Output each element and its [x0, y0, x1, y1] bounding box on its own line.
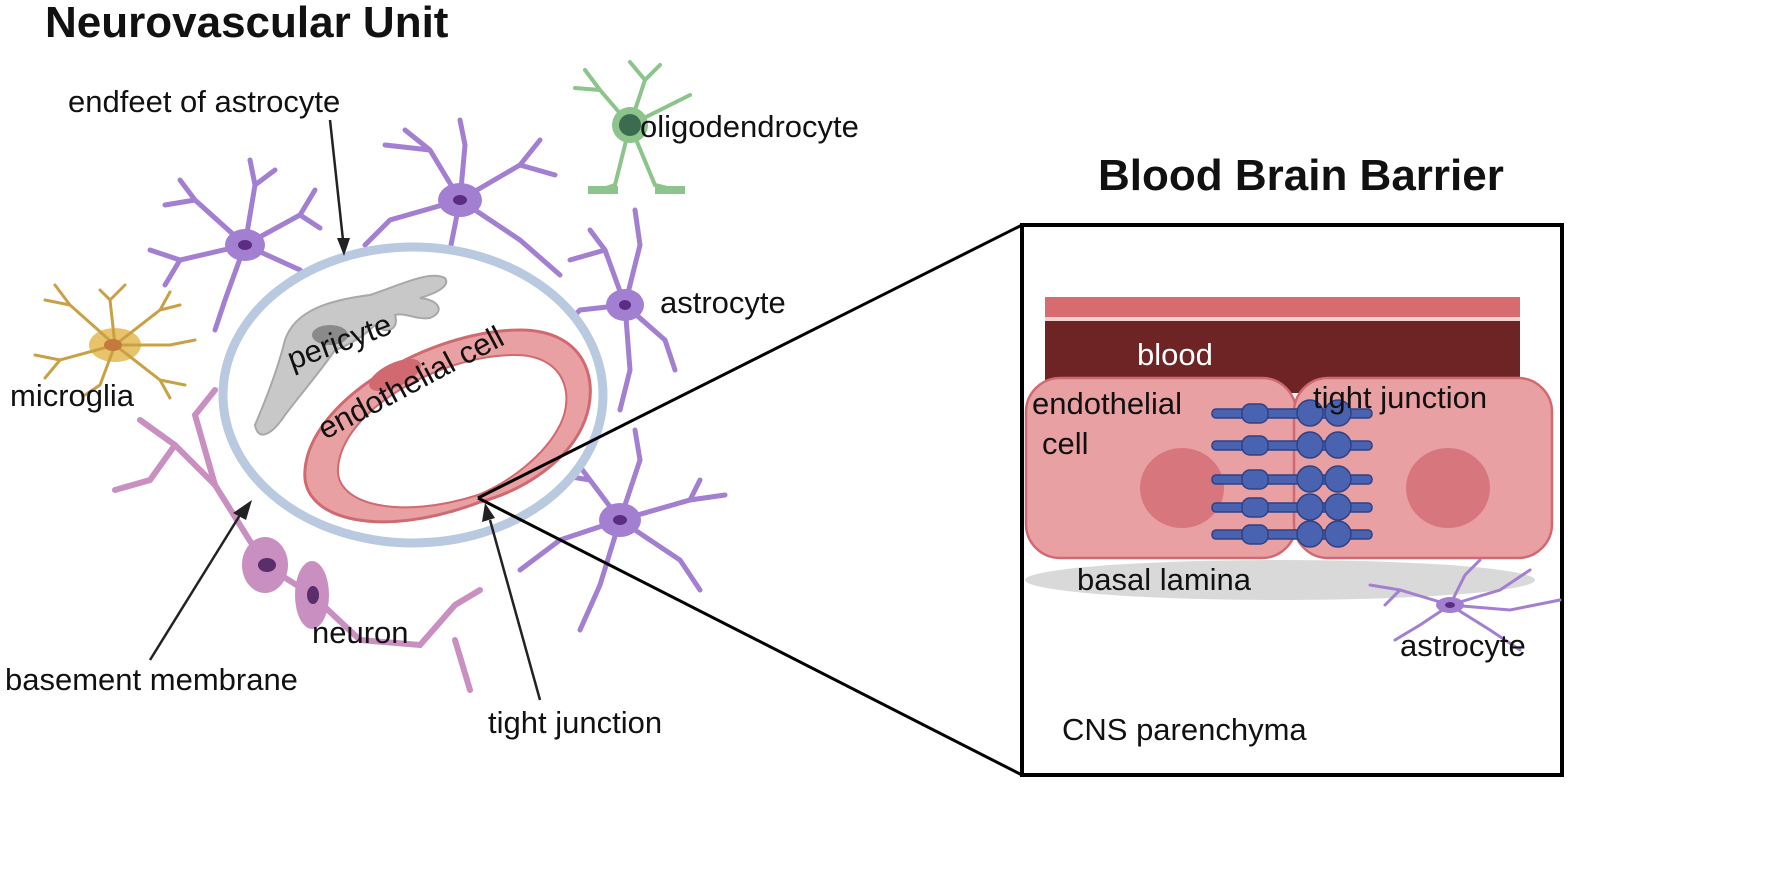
blood-brain-barrier-title: Blood Brain Barrier	[1098, 151, 1504, 200]
basal-lamina-label: basal lamina	[1077, 562, 1252, 597]
bbb-astrocyte-cell	[1368, 558, 1562, 652]
endothelial-nucleus-left	[1140, 448, 1224, 528]
bbb-endothelial-label-line1: endothelial	[1032, 386, 1182, 421]
nvu-arrows	[148, 119, 542, 701]
astrocyte-label: astrocyte	[660, 285, 786, 320]
microglia-cell	[33, 283, 197, 400]
bbb-tight-junction-label: tight junction	[1313, 380, 1487, 415]
endothelial-nucleus-right	[1406, 448, 1490, 528]
neurovascular-unit-illustration: endfeet of astrocyte oligodendrocyte ast…	[5, 60, 859, 740]
endothelial-cell-ring	[303, 328, 592, 524]
microglia-label: microglia	[10, 378, 135, 413]
neuron-cells	[112, 387, 483, 693]
bbb-panel: blood endothelial cell tight junction ba…	[1020, 223, 1564, 777]
pericyte-cell	[253, 274, 448, 436]
cns-parenchyma-label: CNS parenchyma	[1062, 712, 1307, 747]
neurovascular-unit-title: Neurovascular Unit	[45, 0, 449, 47]
bbb-astrocyte-label: astrocyte	[1400, 628, 1526, 663]
tj-strand-2	[1211, 431, 1373, 459]
blood-label: blood	[1137, 337, 1213, 372]
tight-junction-proteins	[1211, 399, 1373, 548]
tj-strand-3	[1211, 465, 1373, 493]
bbb-endothelial-label-line2: cell	[1042, 426, 1089, 461]
basement-membrane-label: basement membrane	[5, 662, 298, 697]
astrocyte-cells	[147, 117, 728, 633]
tight-junction-label: tight junction	[488, 705, 662, 740]
oligodendrocyte-cell	[573, 60, 692, 194]
basal-lamina	[1025, 560, 1535, 600]
tj-strand-1	[1211, 399, 1373, 427]
endfeet-of-astrocyte-label: endfeet of astrocyte	[68, 84, 340, 119]
zoom-connector-lines	[477, 223, 1023, 777]
tj-strand-5	[1211, 520, 1373, 548]
blood-top-layer	[1045, 297, 1520, 319]
tj-strand-4	[1211, 493, 1373, 521]
neuron-label: neuron	[312, 615, 409, 650]
oligodendrocyte-label: oligodendrocyte	[640, 109, 859, 144]
